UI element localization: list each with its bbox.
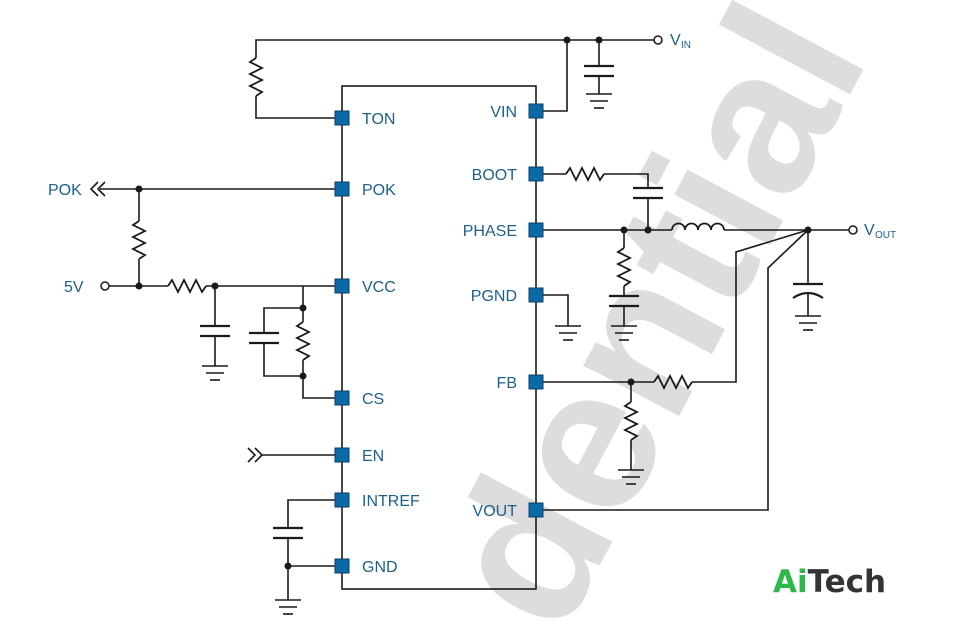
pin-cs: [334, 390, 350, 406]
pin-intref: [334, 492, 350, 508]
watermark-text: dential: [397, 0, 909, 639]
pin-label-boot: BOOT: [472, 167, 518, 184]
vout-sense-trace: [536, 229, 809, 511]
vin-rail: [536, 35, 663, 112]
pgnd-network: [536, 294, 581, 341]
vin-net-subscript: IN: [681, 40, 691, 51]
pin-vin: [528, 103, 544, 119]
pin-vout: [528, 502, 544, 518]
pok-net-label: POK: [48, 182, 82, 199]
ic-body: [341, 85, 537, 590]
pin-label-fb: FB: [497, 375, 517, 392]
logo-ai: Ai: [773, 564, 808, 600]
pin-pgnd: [528, 287, 544, 303]
pin-pok: [334, 181, 350, 197]
en-input: [247, 447, 342, 463]
phase-network: [536, 222, 858, 341]
aitech-logo: AiTech: [773, 564, 886, 600]
pin-en: [334, 447, 350, 463]
output-capacitor: [792, 230, 824, 331]
pin-label-cs: CS: [362, 391, 384, 408]
pin-label-gnd: GND: [362, 559, 398, 576]
vcc-network: [100, 277, 342, 381]
pin-label-intref: INTREF: [362, 493, 420, 510]
pin-label-pgnd: PGND: [471, 288, 517, 305]
pin-label-pok: POK: [362, 182, 396, 199]
intref-gnd-network: [273, 499, 342, 615]
pin-fb: [528, 374, 544, 390]
pin-label-vin: VIN: [490, 104, 517, 121]
vout-net-label: V: [864, 222, 875, 239]
vin-net-label: V: [670, 32, 681, 49]
five-v-net-label: 5V: [64, 279, 84, 296]
pin-label-ton: TON: [362, 111, 395, 128]
logo-tech: Tech: [808, 564, 887, 600]
fb-network: [536, 229, 809, 485]
pok-network: [89, 181, 342, 286]
cs-network: [249, 286, 342, 399]
pin-gnd: [334, 558, 350, 574]
pin-boot: [528, 166, 544, 182]
pin-label-vout: VOUT: [473, 503, 518, 520]
pin-label-phase: PHASE: [463, 223, 517, 240]
pin-ton: [334, 110, 350, 126]
pin-vcc: [334, 278, 350, 294]
vout-net-subscript: OUT: [875, 230, 896, 241]
pin-label-vcc: VCC: [362, 279, 396, 296]
ton-resistor-network: [247, 39, 655, 119]
pin-phase: [528, 222, 544, 238]
pin-label-en: EN: [362, 448, 384, 465]
